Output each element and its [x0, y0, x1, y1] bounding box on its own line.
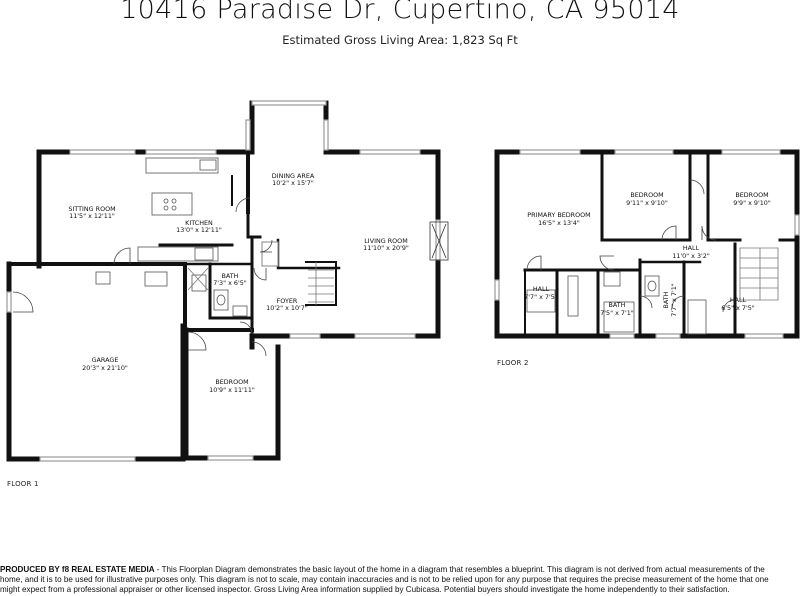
floor1-fixtures [95, 157, 449, 317]
room-hall3-dims: 6'5" x 7'5" [721, 304, 755, 312]
floor2-fixtures [526, 247, 779, 335]
room-garage-name: GARAGE [92, 356, 119, 364]
room-primary-bedroom-name: PRIMARY BEDROOM [527, 211, 590, 219]
page-title: 10416 Paradise Dr, Cupertino, CA 95014 [120, 0, 680, 25]
room-kitchen-dims: 13'0" x 12'11" [176, 226, 222, 234]
room-hall1-dims: 11'0" x 3'2" [672, 252, 710, 260]
room-bath2-name: BATH [609, 301, 626, 309]
room-foyer-name: FOYER [277, 297, 298, 305]
floor1-rooms: SITTING ROOM 11'5" x 12'11" KITCHEN 13'0… [68, 172, 409, 394]
disclaimer-line1: PRODUCED BY f8 REAL ESTATE MEDIA - This … [0, 565, 800, 575]
room-living-name: LIVING ROOM [364, 237, 407, 245]
room-sitting-room-name: SITTING ROOM [68, 205, 115, 213]
floor2-doors [526, 179, 736, 313]
producer-credit: PRODUCED BY f8 REAL ESTATE MEDIA [0, 565, 155, 574]
room-foyer-dims: 10'2" x 10'7" [266, 304, 308, 312]
room-bedroom1-name: BEDROOM [215, 378, 248, 386]
disclaimer-line1-text: - This Floorplan Diagram demonstrates th… [154, 565, 765, 574]
room-bedroom3-name: BEDROOM [735, 191, 768, 199]
room-bedroom1-dims: 10'9" x 11'11" [209, 386, 255, 394]
disclaimer-line2: home, and it is to be used for illustrat… [0, 575, 769, 584]
room-dining-name: DINING AREA [272, 172, 315, 180]
room-hall2-name: HALL [533, 285, 550, 293]
room-bath3-name: BATH [662, 291, 670, 308]
room-dining-dims: 10'2" x 15'7" [272, 179, 314, 187]
floor1-windows [6, 100, 441, 462]
room-living-dims: 11'10" x 20'9" [363, 244, 409, 252]
room-garage-dims: 20'3" x 21'10" [82, 364, 128, 372]
room-bedroom3-dims: 9'9" x 9'10" [733, 199, 771, 207]
room-bedroom2-name: BEDROOM [630, 191, 663, 199]
floor2-label: FLOOR 2 [497, 359, 529, 367]
page-subtitle: Estimated Gross Living Area: 1,823 Sq Ft [282, 33, 518, 47]
room-bath3-dims: 7'7" x 7'1" [670, 283, 678, 317]
room-hall1-name: HALL [683, 244, 700, 252]
room-bath1-dims: 7'3" x 6'5" [213, 279, 247, 287]
room-kitchen-name: KITCHEN [185, 219, 213, 227]
floor1-label: FLOOR 1 [7, 480, 39, 488]
room-primary-bedroom-dims: 16'5" x 13'4" [538, 219, 580, 227]
room-bedroom2-dims: 9'11" x 9'10" [626, 199, 668, 207]
floor2-walls [494, 149, 800, 339]
disclaimer-line3: might expect from a professional apprais… [0, 585, 730, 594]
room-bath2-dims: 7'5" x 7'1" [600, 309, 634, 317]
room-bath1-name: BATH [222, 272, 239, 280]
room-hall3-name: HALL [730, 296, 747, 304]
room-sitting-room-dims: 11'5" x 12'11" [69, 212, 115, 220]
floor2-windows [494, 149, 800, 339]
room-hall2-dims: 7'7" x 7'5" [524, 293, 558, 301]
floor2-rooms: PRIMARY BEDROOM 16'5" x 13'4" BEDROOM 9'… [524, 191, 771, 317]
floor1-doors [12, 197, 273, 357]
disclaimer: PRODUCED BY f8 REAL ESTATE MEDIA - This … [0, 565, 800, 595]
